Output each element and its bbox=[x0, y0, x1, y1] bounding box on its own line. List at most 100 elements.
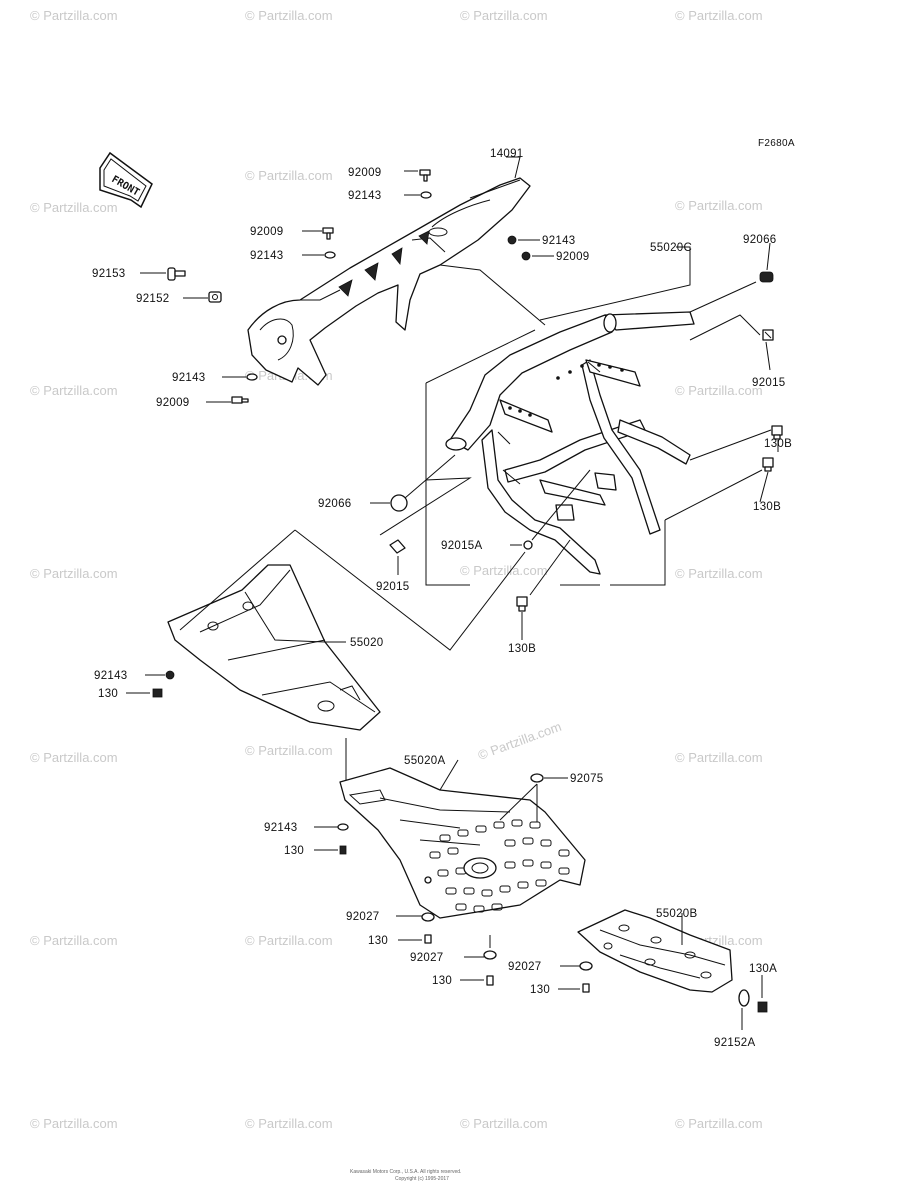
callout-130: 130 bbox=[432, 975, 452, 987]
callout-labels: 14091 92009 92143 92009 92143 92143 9200… bbox=[92, 148, 792, 1049]
callout-92066: 92066 bbox=[318, 498, 351, 510]
bolt-icon bbox=[516, 596, 528, 612]
bolt-icon bbox=[152, 688, 163, 698]
bolt-icon bbox=[339, 845, 347, 855]
watermark: © Partzilla.com bbox=[30, 8, 118, 23]
bolt-icon bbox=[419, 169, 431, 182]
bolt-icon bbox=[582, 983, 590, 993]
callout-92153: 92153 bbox=[92, 268, 125, 280]
callout-92009: 92009 bbox=[556, 251, 589, 263]
watermark: © Partzilla.com bbox=[30, 200, 118, 215]
upper-cover-14091 bbox=[247, 177, 531, 386]
watermark: © Partzilla.com bbox=[245, 8, 333, 23]
callout-130B: 130B bbox=[508, 643, 536, 655]
callout-130: 130 bbox=[98, 688, 118, 700]
nut-icon bbox=[507, 235, 517, 245]
leader-lines bbox=[126, 156, 779, 1030]
watermark: © Partzilla.com bbox=[30, 750, 118, 765]
footer-line-2: Copyright (c) 1995-2017 bbox=[395, 1176, 449, 1182]
cap-icon bbox=[390, 494, 408, 512]
washer-icon bbox=[246, 373, 258, 381]
screw-icon bbox=[167, 267, 186, 281]
callout-130: 130 bbox=[530, 984, 550, 996]
callout-55020A: 55020A bbox=[404, 755, 445, 767]
callout-130B: 130B bbox=[764, 438, 792, 450]
watermark: © Partzilla.com bbox=[460, 563, 548, 578]
callout-130: 130 bbox=[284, 845, 304, 857]
front-arrow-icon: FRONT bbox=[99, 151, 153, 209]
washer-icon bbox=[738, 989, 750, 1007]
callout-55020C: 55020C bbox=[650, 242, 692, 254]
figure-code: F2680A bbox=[758, 138, 795, 149]
bolt-icon bbox=[757, 1001, 768, 1013]
skid-plate-55020A bbox=[339, 767, 586, 919]
washer-icon bbox=[421, 912, 435, 922]
callout-130: 130 bbox=[368, 935, 388, 947]
callout-92015: 92015 bbox=[752, 377, 785, 389]
callout-55020B: 55020B bbox=[656, 908, 697, 920]
callout-92027: 92027 bbox=[410, 952, 443, 964]
bolt-icon bbox=[771, 425, 783, 440]
callout-92015: 92015 bbox=[376, 581, 409, 593]
clip-icon bbox=[389, 539, 406, 554]
bolt-icon bbox=[322, 227, 334, 240]
callout-92009: 92009 bbox=[250, 226, 283, 238]
washer-icon bbox=[530, 773, 544, 783]
nut-icon bbox=[521, 251, 531, 261]
callout-92027: 92027 bbox=[508, 961, 541, 973]
clip-icon bbox=[208, 291, 222, 303]
callout-14091: 14091 bbox=[490, 148, 523, 160]
callout-92143: 92143 bbox=[542, 235, 575, 247]
watermark: © Partzilla.com bbox=[460, 8, 548, 23]
callout-92009: 92009 bbox=[348, 167, 381, 179]
callout-130B: 130B bbox=[753, 501, 781, 513]
callout-92027: 92027 bbox=[346, 911, 379, 923]
washer-icon bbox=[337, 823, 349, 831]
skid-plate-55020B bbox=[577, 909, 733, 993]
washer-icon bbox=[324, 251, 336, 259]
nut-icon bbox=[523, 540, 533, 550]
nut-icon bbox=[165, 670, 175, 680]
callout-92152A: 92152A bbox=[714, 1037, 755, 1049]
washer-icon bbox=[483, 950, 497, 960]
grid-holes bbox=[429, 819, 570, 913]
watermark: © Partzilla.com bbox=[675, 8, 763, 23]
callout-92066: 92066 bbox=[743, 234, 776, 246]
callout-92143: 92143 bbox=[94, 670, 127, 682]
watermark-center: © Partzilla.com bbox=[476, 719, 563, 763]
watermark: © Partzilla.com bbox=[245, 933, 333, 948]
watermark: © Partzilla.com bbox=[245, 168, 333, 183]
callout-130A: 130A bbox=[749, 963, 777, 975]
watermark: © Partzilla.com bbox=[675, 1116, 763, 1131]
clip-icon bbox=[762, 329, 774, 341]
bolt-icon bbox=[762, 457, 774, 472]
guard-frame-55020C bbox=[445, 311, 695, 575]
washer-icon bbox=[420, 191, 432, 199]
callout-92143: 92143 bbox=[250, 250, 283, 262]
callout-92152: 92152 bbox=[136, 293, 169, 305]
callout-92143: 92143 bbox=[172, 372, 205, 384]
watermark: © Partzilla.com bbox=[30, 1116, 118, 1131]
footer-line-1: Kawasaki Motors Corp., U.S.A. All rights… bbox=[350, 1169, 461, 1175]
bolt-icon bbox=[424, 934, 432, 944]
watermark: © Partzilla.com bbox=[675, 198, 763, 213]
watermark: © Partzilla.com bbox=[30, 566, 118, 581]
washer-icon bbox=[579, 961, 593, 971]
callout-92143: 92143 bbox=[264, 822, 297, 834]
callout-55020: 55020 bbox=[350, 637, 383, 649]
watermark: © Partzilla.com bbox=[245, 1116, 333, 1131]
watermark: © Partzilla.com bbox=[675, 383, 763, 398]
watermark: © Partzilla.com bbox=[30, 933, 118, 948]
watermark: © Partzilla.com bbox=[675, 750, 763, 765]
watermark: © Partzilla.com bbox=[460, 1116, 548, 1131]
fastener-icons bbox=[152, 169, 783, 1013]
callout-92009: 92009 bbox=[156, 397, 189, 409]
grommet-icon bbox=[759, 271, 774, 283]
watermark: © Partzilla.com bbox=[675, 566, 763, 581]
callout-92143: 92143 bbox=[348, 190, 381, 202]
callout-92015A: 92015A bbox=[441, 540, 482, 552]
callout-92075: 92075 bbox=[570, 773, 603, 785]
skid-plate-55020 bbox=[167, 564, 381, 731]
watermark: © Partzilla.com bbox=[30, 383, 118, 398]
